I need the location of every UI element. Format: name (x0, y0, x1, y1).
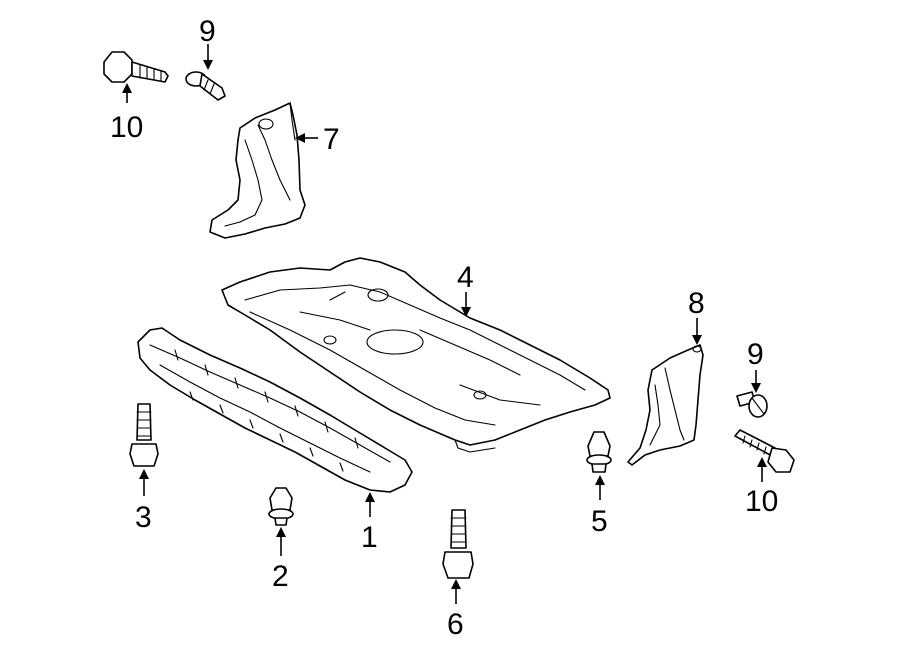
right-side-deflector (627, 344, 704, 466)
flange-bolt-upper (103, 51, 169, 83)
callout-4: 4 (457, 261, 474, 294)
leader-lines (122, 44, 767, 604)
callout-2: 2 (272, 560, 289, 593)
push-clip-5 (586, 431, 612, 473)
front-lower-cover (137, 327, 413, 493)
flange-bolt-3 (129, 403, 159, 467)
callout-6: 6 (447, 608, 464, 641)
push-clip-2 (268, 487, 294, 526)
under-cover-shield (221, 257, 611, 453)
callout-3: 3 (135, 501, 152, 534)
push-clip-upper (185, 71, 226, 101)
callout-7: 7 (323, 123, 340, 156)
callout-10-upper: 10 (110, 111, 143, 144)
callout-8: 8 (688, 287, 705, 320)
callout-9-upper: 9 (199, 15, 216, 48)
left-side-deflector (209, 102, 306, 239)
callout-9-right: 9 (747, 338, 764, 371)
callout-labels: 10 9 7 4 8 9 3 2 1 6 5 10 (110, 15, 778, 641)
callout-5: 5 (591, 505, 608, 538)
callout-1: 1 (361, 521, 378, 554)
callout-10-right: 10 (745, 485, 778, 518)
flange-bolt-lower-right (734, 429, 795, 473)
push-clip-right (736, 391, 768, 418)
flange-bolt-6 (442, 509, 474, 579)
